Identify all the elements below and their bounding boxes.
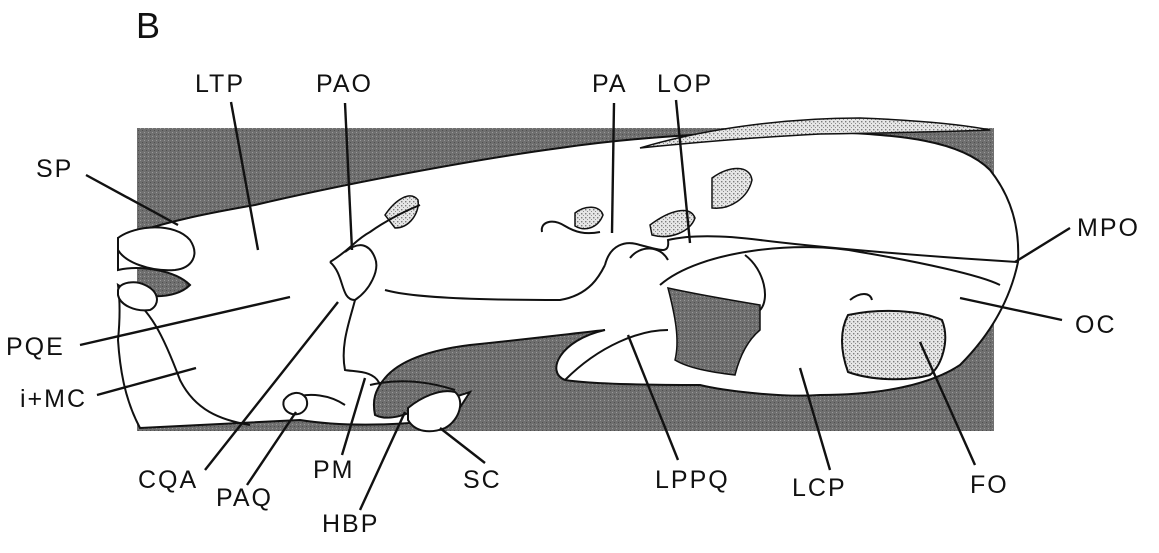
fenestra-stipple xyxy=(842,311,945,379)
label-mpo: MPO xyxy=(1077,216,1140,241)
label-lop: LOP xyxy=(657,72,713,97)
label-ltp: LTP xyxy=(195,72,245,97)
label-lppq: LPPQ xyxy=(655,468,730,493)
label-imc: i+MC xyxy=(20,387,87,412)
paq-bone xyxy=(283,393,307,414)
label-fo: FO xyxy=(970,473,1009,498)
label-pa: PA xyxy=(592,72,628,97)
label-pao: PAO xyxy=(316,72,373,97)
label-pqe: PQE xyxy=(6,335,65,360)
label-hbp: HBP xyxy=(322,512,379,537)
label-pm: PM xyxy=(313,458,355,483)
panel-label: B xyxy=(136,8,160,44)
label-sc: SC xyxy=(463,468,502,493)
label-cqa: CQA xyxy=(138,468,198,493)
label-sp: SP xyxy=(36,157,73,182)
label-oc: OC xyxy=(1075,313,1117,338)
label-lcp: LCP xyxy=(792,476,847,501)
label-paq: PAQ xyxy=(216,486,273,511)
